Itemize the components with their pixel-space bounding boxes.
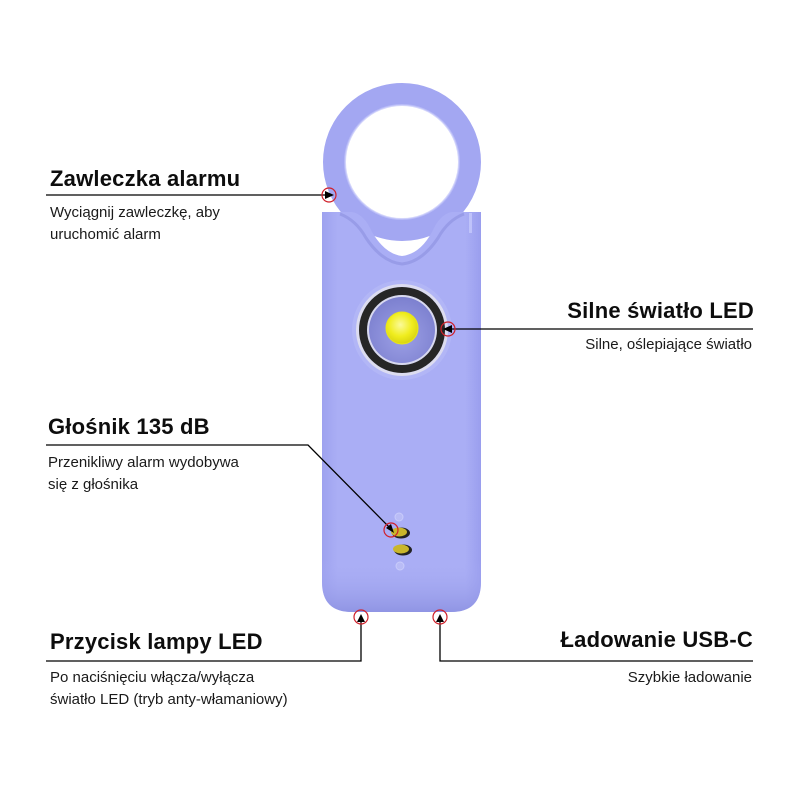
leader-usb-c	[439, 618, 753, 662]
callout-speaker-title: Głośnik 135 dB	[48, 414, 210, 439]
callout-alarm-pin-title: Zawleczka alarmu	[50, 166, 241, 191]
callout-led-light-description: Silne, oślepiające światło	[585, 334, 752, 356]
description-line: Po naciśnięciu włącza/wyłącza	[50, 669, 255, 686]
description-line: uruchomić alarm	[50, 226, 161, 243]
callout-alarm-pin-description: Wyciągnij zawleczkę, aby uruchomić alarm	[50, 202, 220, 246]
callout-led-light-title: Silne światło LED	[567, 298, 754, 323]
description-line: się z głośnika	[48, 476, 139, 493]
speaker-holes	[391, 512, 412, 571]
keyring-loop	[323, 83, 481, 241]
description-line: Przenikliwy alarm wydobywa	[48, 454, 239, 471]
callout-led-button-description: Po naciśnięciu włącza/wyłącza światło LE…	[50, 667, 288, 711]
led-module	[352, 280, 452, 380]
description-line: światło LED (tryb anty-włamaniowy)	[50, 691, 288, 708]
leader-speaker	[46, 444, 393, 531]
callout-usb-c-title: Ładowanie USB-C	[560, 627, 753, 652]
callout-led-button-title: Przycisk lampy LED	[50, 629, 263, 654]
marker-led-button	[353, 609, 369, 625]
marker-speaker	[383, 522, 399, 538]
leader-lines	[46, 194, 753, 662]
marker-usb-c	[432, 609, 448, 625]
marker-alarm-pin	[321, 187, 337, 203]
description-line: Szybkie ładowanie	[627, 669, 752, 686]
callout-speaker-description: Przenikliwy alarm wydobywa się z głośnik…	[48, 452, 239, 496]
callout-usb-c-description: Szybkie ładowanie	[628, 667, 752, 689]
leader-led-button	[46, 618, 362, 662]
arrowheads	[325, 191, 452, 622]
marker-circles	[321, 187, 456, 625]
description-line: Wyciągnij zawleczkę, aby	[50, 204, 220, 221]
marker-led-light	[440, 321, 456, 337]
description-line: Silne, oślepiające światło	[585, 336, 752, 353]
